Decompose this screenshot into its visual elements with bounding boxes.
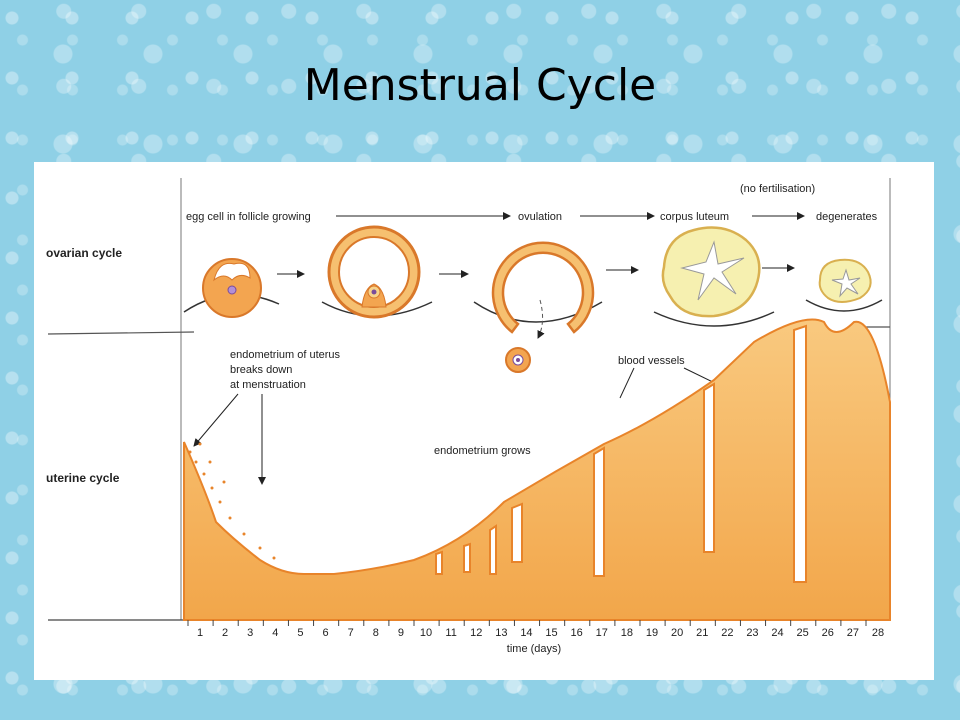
- corpus-luteum: [653, 226, 775, 327]
- day-tick-label: 11: [445, 627, 456, 639]
- time-axis-label: time (days): [507, 643, 561, 655]
- day-tick-label: 25: [797, 627, 809, 639]
- day-tick-label: 3: [247, 627, 253, 639]
- day-tick-label: 26: [822, 627, 834, 639]
- arrow-menstruation-left: [193, 393, 239, 447]
- follicle-stage-1: [183, 258, 280, 318]
- day-tick-label: 4: [272, 627, 278, 639]
- blood-vessels-pointer-1: [619, 367, 635, 399]
- day-tick-label: 13: [495, 627, 507, 639]
- menstrual-cycle-diagram: ovarian cycle uterine cycle egg cell in …: [46, 178, 891, 655]
- day-tick-label: 18: [621, 627, 633, 639]
- day-tick-label: 6: [322, 627, 328, 639]
- slide-title: Menstrual Cycle: [303, 60, 657, 111]
- day-tick-label: 2: [222, 627, 228, 639]
- ruptured-follicle: [473, 241, 603, 373]
- degenerates-label: degenerates: [816, 211, 878, 223]
- day-tick-label: 9: [398, 627, 404, 639]
- day-tick-label: 1: [197, 627, 203, 639]
- day-tick-label: 28: [872, 627, 884, 639]
- day-tick-label: 27: [847, 627, 859, 639]
- divider-left: [47, 331, 195, 335]
- day-tick-label: 24: [771, 627, 783, 639]
- day-tick-label: 17: [596, 627, 608, 639]
- menstrual-blood-specks: [188, 442, 276, 560]
- endometrium-label-line2: breaks down: [230, 364, 292, 376]
- day-tick-label: 21: [696, 627, 708, 639]
- day-tick-label: 22: [721, 627, 733, 639]
- no-fertilisation-label: (no fertilisation): [740, 183, 815, 195]
- ovarian-cycle-label: ovarian cycle: [46, 246, 122, 260]
- uterine-cycle-label: uterine cycle: [46, 471, 120, 485]
- day-tick-label: 7: [348, 627, 354, 639]
- day-tick-label: 23: [746, 627, 758, 639]
- egg-cell-label: egg cell in follicle growing: [186, 211, 311, 223]
- day-tick-label: 19: [646, 627, 658, 639]
- endometrium-label-line3: at menstruation: [230, 379, 306, 391]
- endometrium-grows-label: endometrium grows: [434, 445, 531, 457]
- endometrium-label-line1: endometrium of uterus: [230, 349, 341, 361]
- day-tick-label: 12: [470, 627, 482, 639]
- day-tick-label: 15: [545, 627, 557, 639]
- corpus-luteum-label: corpus luteum: [660, 211, 729, 223]
- follicle-stage-2: [321, 225, 433, 319]
- degenerating-corpus: [805, 258, 883, 312]
- endometrial-glands: [435, 324, 807, 583]
- ovulation-label: ovulation: [518, 211, 562, 223]
- day-tick-label: 16: [571, 627, 583, 639]
- day-tick-label: 14: [520, 627, 532, 639]
- blood-vessels-label: blood vessels: [618, 355, 685, 367]
- day-tick-label: 10: [420, 627, 432, 639]
- day-tick-label: 8: [373, 627, 379, 639]
- day-tick-label: 5: [297, 627, 303, 639]
- diagram-panel: ovarian cycle uterine cycle egg cell in …: [34, 162, 934, 680]
- day-tick-label: 20: [671, 627, 683, 639]
